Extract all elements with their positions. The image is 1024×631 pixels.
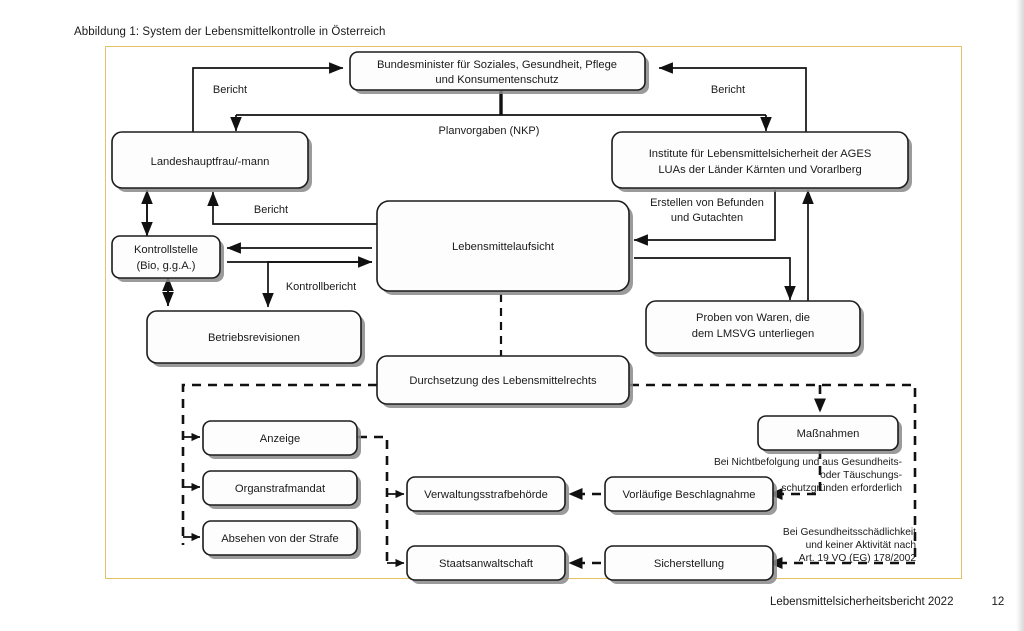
figure-frame: [105, 46, 962, 579]
footer-page-number: 12: [991, 596, 1005, 608]
figure-caption: Abbildung 1: System der Lebensmittelkont…: [74, 26, 386, 38]
page-edge-strip: [1016, 0, 1024, 631]
footer-report-title: Lebensmittelsicherheitsbericht 2022: [770, 596, 954, 608]
page-footer: Lebensmittelsicherheitsbericht 2022 12: [770, 596, 1004, 608]
